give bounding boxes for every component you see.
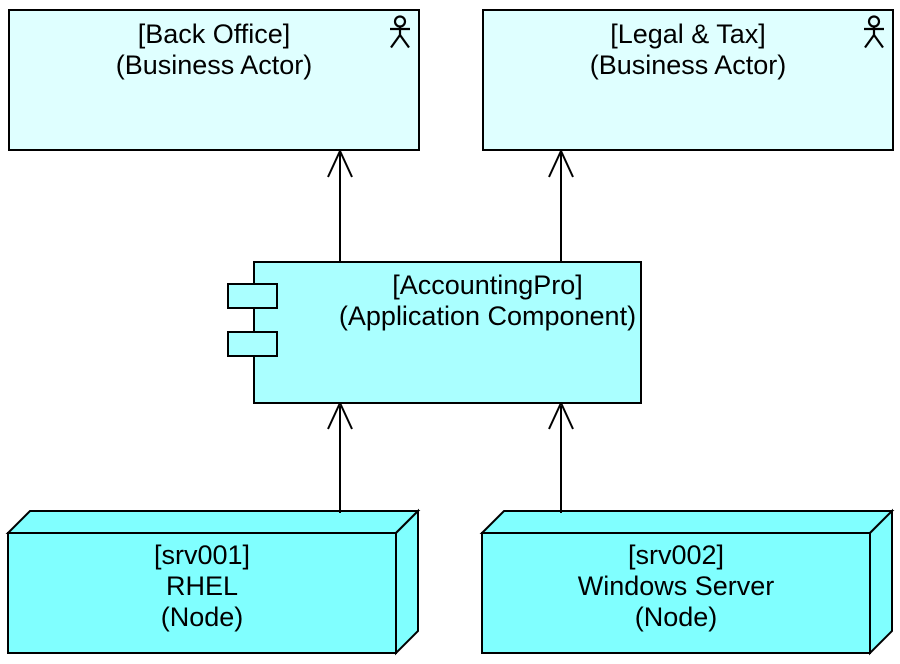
element-name: [AccountingPro] bbox=[392, 270, 583, 300]
element-type: (Business Actor) bbox=[115, 50, 313, 80]
element-type: (Business Actor) bbox=[589, 50, 787, 80]
element-srv002-label: [srv002] Windows Server (Node) bbox=[482, 533, 870, 653]
node-srv001-shape[interactable] bbox=[5, 508, 421, 656]
node-srv001-front-face[interactable] bbox=[7, 532, 397, 654]
component-tab-icon bbox=[227, 283, 278, 309]
element-name: [srv002] bbox=[627, 540, 725, 570]
element-name: [srv001] bbox=[153, 540, 251, 570]
element-legal-tax[interactable]: [Legal & Tax] (Business Actor) bbox=[482, 9, 894, 151]
element-type: (Node) bbox=[160, 602, 244, 632]
node-srv002-shape[interactable] bbox=[479, 508, 895, 656]
business-actor-icon bbox=[390, 15, 410, 49]
element-accounting-pro-label: [AccountingPro] (Application Component) bbox=[255, 263, 640, 332]
node-srv002-right-face[interactable] bbox=[869, 508, 893, 656]
element-srv001-label: [srv001] RHEL (Node) bbox=[8, 533, 396, 653]
element-os: Windows Server bbox=[577, 571, 775, 601]
node-srv001-top-face[interactable] bbox=[5, 510, 421, 534]
element-type: (Application Component) bbox=[338, 301, 637, 331]
element-type: (Node) bbox=[634, 602, 718, 632]
open-arrowhead bbox=[327, 148, 353, 178]
node-srv002-front-face[interactable] bbox=[481, 532, 871, 654]
element-back-office-label: [Back Office] (Business Actor) bbox=[10, 11, 418, 81]
element-back-office[interactable]: [Back Office] (Business Actor) bbox=[8, 9, 420, 151]
relation-srv002-to-accountingpro[interactable] bbox=[548, 400, 574, 513]
open-arrowhead bbox=[548, 148, 574, 178]
business-actor-icon bbox=[864, 15, 884, 49]
element-legal-tax-label: [Legal & Tax] (Business Actor) bbox=[484, 11, 892, 81]
component-tab-icon bbox=[227, 331, 278, 357]
node-srv002-top-face[interactable] bbox=[479, 510, 895, 534]
relation-srv001-to-accountingpro[interactable] bbox=[327, 400, 353, 513]
relation-accountingpro-to-backoffice[interactable] bbox=[327, 148, 353, 261]
node-srv001-right-face[interactable] bbox=[395, 508, 419, 656]
element-accounting-pro[interactable]: [AccountingPro] (Application Component) bbox=[227, 261, 642, 404]
relation-accountingpro-to-legaltax[interactable] bbox=[548, 148, 574, 261]
element-name: [Legal & Tax] bbox=[610, 19, 766, 49]
element-os: RHEL bbox=[165, 571, 239, 601]
element-name: [Back Office] bbox=[137, 19, 291, 49]
